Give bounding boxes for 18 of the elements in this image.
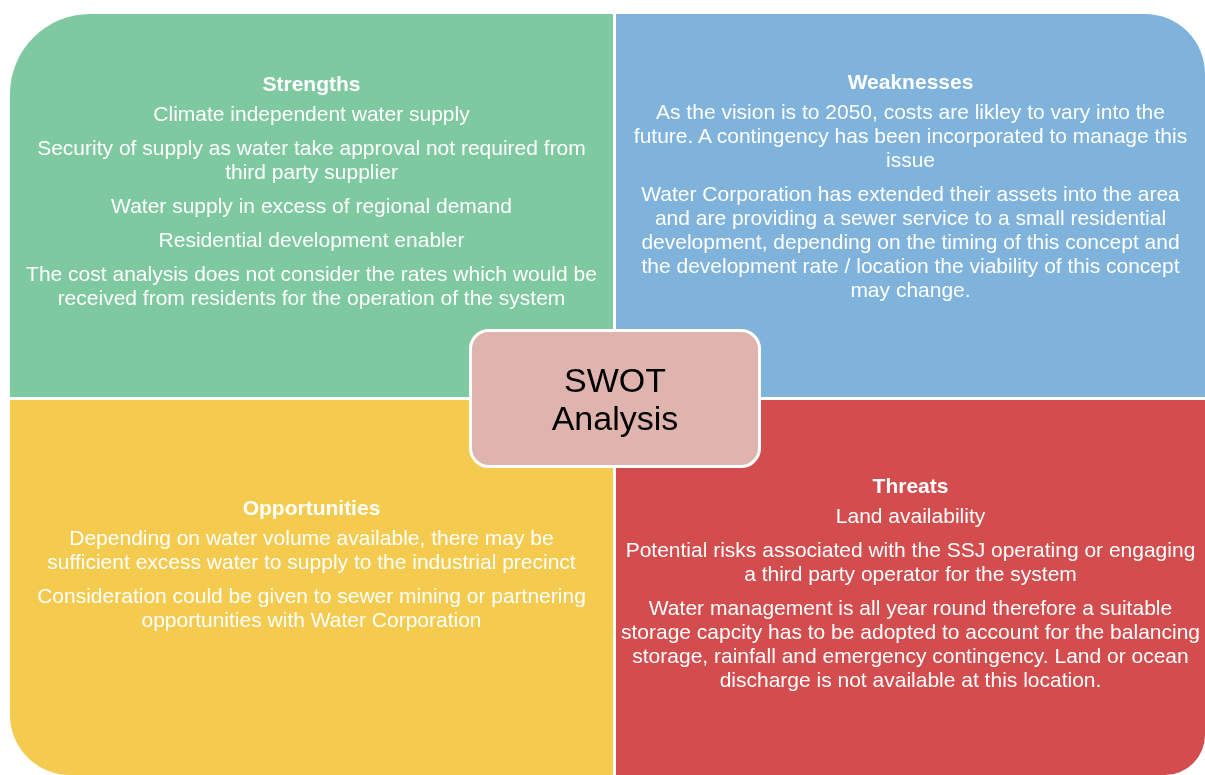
list-item: Water Corporation has extended their assets into the area and are providing a sewer service to a small residential development, depending on the timing of this concept and the development rate / location the viability of this concept may change. bbox=[640, 182, 1181, 302]
list-item: Residential development enabler bbox=[157, 228, 466, 252]
list-item: Depending on water volume available, there may be sufficient excess water to supply to the industrial precinct bbox=[46, 526, 577, 574]
section-heading: Strengths bbox=[261, 72, 362, 96]
list-item: Security of supply as water take approval not required from third party supplier bbox=[36, 136, 587, 184]
section-heading: Threats bbox=[871, 474, 950, 498]
list-item: Climate independent water supply bbox=[152, 102, 471, 126]
center-title: SWOT Analysis bbox=[550, 360, 680, 437]
list-item: Water management is all year round therefore a suitable storage capcity has to be adopted to account for the balancing storage, rainfall and emergency contingency. Land or ocean discharge is not available at this location. bbox=[620, 596, 1201, 692]
section-heading: Weaknesses bbox=[846, 70, 975, 94]
section-heading: Opportunities bbox=[241, 496, 382, 520]
list-item: Land availability bbox=[834, 504, 987, 528]
list-item: Potential risks associated with the SSJ operating or engaging a third party operator for the system bbox=[624, 538, 1197, 586]
list-item: As the vision is to 2050, costs are likley to vary into the future. A contingency has been incorporated to manage this issue bbox=[632, 100, 1189, 172]
list-item: The cost analysis does not consider the rates which would be received from residents for the operation of the system bbox=[25, 262, 598, 310]
list-item: Consideration could be given to sewer mining or partnering opportunities with Water Corporation bbox=[36, 584, 587, 632]
center-box bbox=[469, 329, 761, 468]
list-item: Water supply in excess of regional demand bbox=[110, 194, 513, 218]
